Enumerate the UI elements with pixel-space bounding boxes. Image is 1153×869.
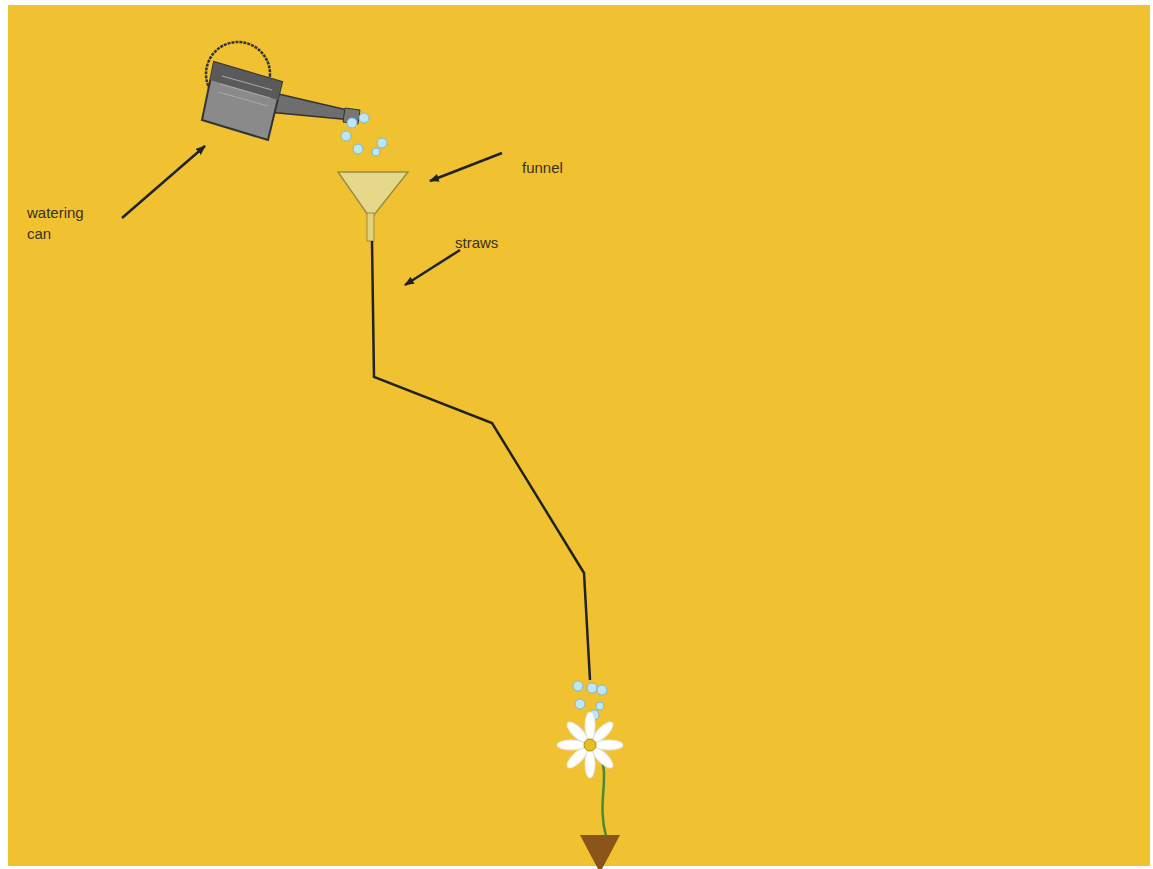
callout-label: funnel: [522, 157, 602, 178]
water-drops: [341, 113, 387, 156]
flower-pot: [580, 835, 620, 869]
leader-arrow: [122, 146, 205, 218]
straw-line: [372, 241, 590, 680]
callout-label: watering can: [27, 202, 102, 244]
flower: [557, 712, 623, 836]
background: [8, 5, 1150, 866]
leader-arrow: [430, 153, 502, 181]
leader-arrow: [405, 250, 460, 285]
funnel: [338, 172, 408, 241]
watering-can: [202, 42, 360, 140]
callout-label: straws: [455, 232, 535, 253]
